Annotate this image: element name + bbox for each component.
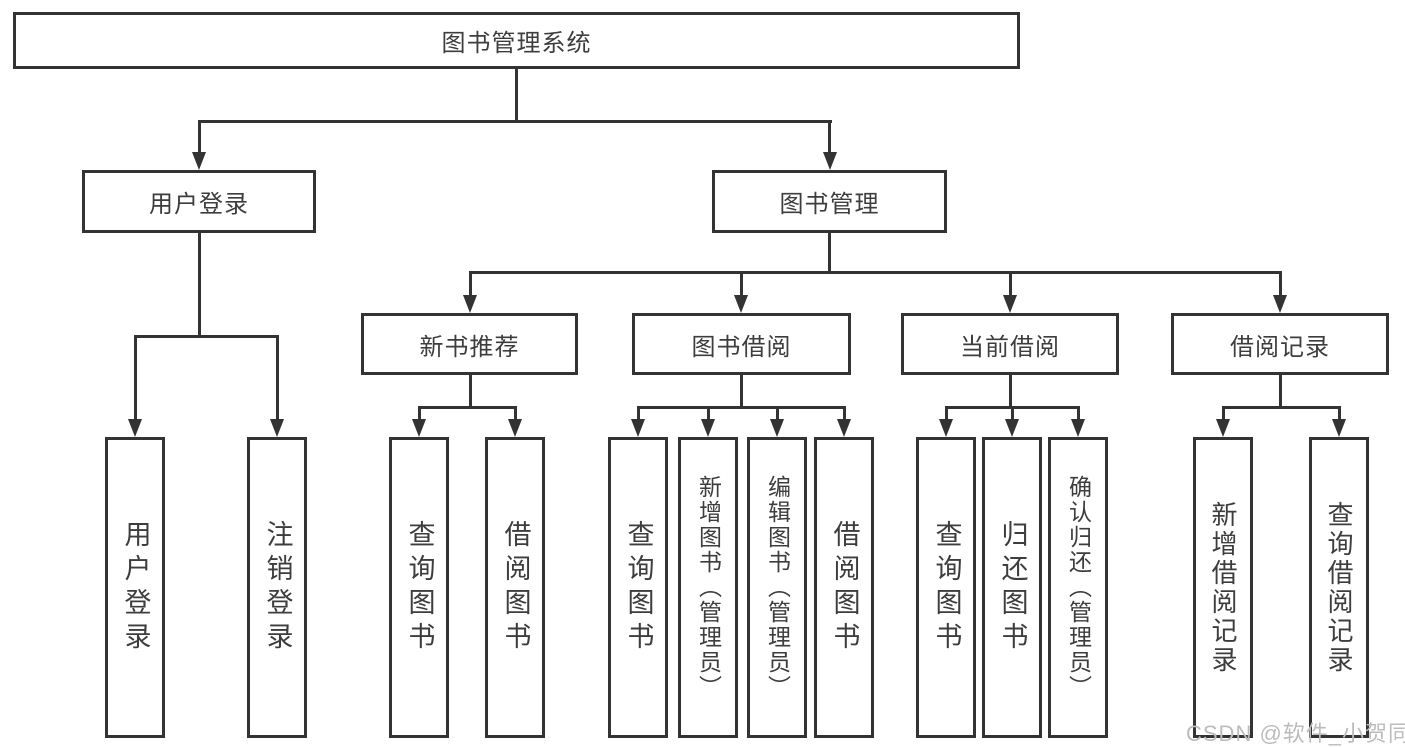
arrowhead-down-icon — [1216, 419, 1230, 437]
connector-leaf — [1011, 406, 1014, 421]
node-user-login-label: 用户登录 — [149, 191, 249, 218]
node-book-mgmt: 图书管理 — [712, 170, 947, 233]
node-new-book-rec: 新书推荐 — [361, 313, 578, 375]
connector-leaf — [1222, 406, 1225, 421]
connector-book-borrow-rail — [637, 406, 845, 409]
arrowhead-down-icon — [837, 419, 851, 437]
connector-book-borrow-stem — [740, 375, 743, 408]
arrowhead-down-icon — [631, 419, 645, 437]
arrowhead-down-icon — [270, 419, 284, 437]
connector-new-book-rec-rail — [418, 406, 516, 409]
arrowhead-down-icon — [939, 419, 953, 437]
node-borrow-records-label: 借阅记录 — [1230, 333, 1330, 361]
connector-book-mgmt-stem — [828, 233, 831, 274]
connector-leaf — [514, 406, 517, 421]
arrowhead-down-icon — [192, 152, 206, 170]
arrowhead-down-icon — [770, 419, 784, 437]
connector-to-book-borrow — [740, 271, 743, 297]
leaf-cb-query-books: 查询图书 — [916, 437, 976, 738]
arrowhead-down-icon — [1003, 295, 1017, 313]
arrowhead-down-icon — [823, 152, 837, 170]
leaf-br-add-record-label: 新增借阅记录 — [1208, 500, 1238, 675]
connector-leaf — [707, 406, 710, 421]
connector-to-leaf-logout — [276, 335, 279, 421]
connector-current-borrow-stem — [1009, 375, 1012, 408]
leaf-logout-label: 注销登录 — [262, 519, 293, 656]
leaf-user-login: 用户登录 — [105, 437, 165, 738]
leaf-user-login-label: 用户登录 — [120, 519, 151, 656]
leaf-cb-return-books-label: 归还图书 — [997, 519, 1028, 656]
leaf-br-query-record-label: 查询借阅记录 — [1324, 500, 1354, 675]
leaf-bb-add-books-admin-label: 新增图书（管理员） — [695, 475, 722, 700]
leaf-cb-confirm-return-admin: 确认归还（管理员） — [1048, 437, 1108, 738]
leaf-bb-edit-books-admin-label: 编辑图书（管理员） — [764, 475, 791, 700]
leaf-bb-add-books-admin: 新增图书（管理员） — [678, 437, 738, 738]
leaf-logout: 注销登录 — [247, 437, 307, 738]
node-new-book-rec-label: 新书推荐 — [419, 333, 520, 361]
leaf-cb-return-books: 归还图书 — [982, 437, 1042, 738]
arrowhead-down-icon — [463, 295, 477, 313]
leaf-cb-confirm-return-admin-label: 确认归还（管理员） — [1065, 475, 1092, 700]
leaf-rec-query-books-label: 查询图书 — [404, 519, 435, 656]
arrowhead-down-icon — [701, 419, 715, 437]
leaf-bb-query-books-label: 查询图书 — [623, 519, 654, 656]
csdn-watermark: CSDN @软件_小贺同学 — [1186, 721, 1405, 746]
node-book-mgmt-label: 图书管理 — [779, 191, 880, 218]
connector-to-new-book-rec — [469, 271, 472, 297]
node-root: 图书管理系统 — [13, 12, 1020, 69]
connector-to-user-login — [198, 120, 201, 155]
leaf-rec-borrow-books: 借阅图书 — [485, 437, 545, 738]
node-book-borrow: 图书借阅 — [632, 313, 851, 375]
connector-leaf — [776, 406, 779, 421]
arrowhead-down-icon — [1005, 419, 1019, 437]
connector-to-book-mgmt — [828, 120, 831, 155]
arrowhead-down-icon — [508, 419, 522, 437]
connector-leaf — [1338, 406, 1341, 421]
node-user-login: 用户登录 — [82, 170, 316, 233]
leaf-rec-query-books: 查询图书 — [389, 437, 449, 738]
node-current-borrow-label: 当前借阅 — [960, 333, 1060, 361]
connector-user-login-rail — [134, 335, 279, 338]
connector-level3-rail — [469, 271, 1282, 274]
leaf-rec-borrow-books-label: 借阅图书 — [500, 519, 531, 656]
connector-level1-rail — [198, 120, 832, 123]
connector-leaf — [418, 406, 421, 421]
connector-to-borrow-records — [1279, 271, 1282, 297]
arrowhead-down-icon — [1332, 419, 1346, 437]
arrowhead-down-icon — [1273, 295, 1287, 313]
connector-to-current-borrow — [1009, 271, 1012, 297]
connector-leaf — [1077, 406, 1080, 421]
leaf-br-query-record: 查询借阅记录 — [1309, 437, 1369, 738]
connector-leaf — [637, 406, 640, 421]
arrowhead-down-icon — [734, 295, 748, 313]
arrowhead-down-icon — [1071, 419, 1085, 437]
connector-leaf — [843, 406, 846, 421]
leaf-bb-borrow-books: 借阅图书 — [814, 437, 874, 738]
leaf-bb-query-books: 查询图书 — [608, 437, 668, 738]
connector-leaf — [945, 406, 948, 421]
leaf-br-add-record: 新增借阅记录 — [1193, 437, 1253, 738]
connector-user-login-stem — [198, 233, 201, 337]
connector-to-leaf-login — [134, 335, 137, 421]
leaf-bb-edit-books-admin: 编辑图书（管理员） — [747, 437, 807, 738]
connector-root-stem — [515, 69, 518, 122]
leaf-bb-borrow-books-label: 借阅图书 — [829, 519, 860, 656]
connector-borrow-records-stem — [1279, 375, 1282, 408]
node-root-label: 图书管理系统 — [441, 30, 592, 57]
node-borrow-records: 借阅记录 — [1171, 313, 1389, 375]
arrowhead-down-icon — [412, 419, 426, 437]
leaf-cb-query-books-label: 查询图书 — [931, 519, 962, 656]
node-current-borrow: 当前借阅 — [901, 313, 1119, 375]
arrowhead-down-icon — [128, 419, 142, 437]
node-book-borrow-label: 图书借阅 — [691, 333, 792, 361]
connector-new-book-rec-stem — [469, 375, 472, 408]
connector-borrow-records-rail — [1222, 406, 1340, 409]
